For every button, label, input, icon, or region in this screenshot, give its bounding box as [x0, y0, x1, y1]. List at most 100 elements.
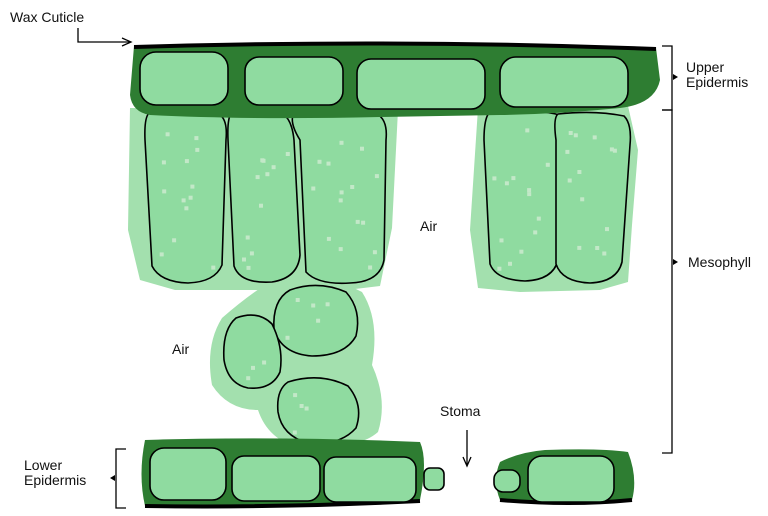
chloroplast-dot [262, 361, 266, 365]
chloroplast-dot [265, 172, 269, 176]
chloroplast-dot [500, 238, 504, 242]
lower-epidermis-label-line2: Epidermis [24, 473, 86, 488]
upper-epidermis-cell [245, 57, 343, 105]
chloroplast-dot [537, 217, 541, 221]
mesophyll-tick [673, 259, 678, 265]
chloroplast-dot [602, 252, 606, 256]
chloroplast-dot [565, 150, 569, 154]
lower-epidermis-bracket [116, 449, 126, 508]
guard-cell [424, 468, 444, 490]
chloroplast-dot [256, 175, 260, 179]
mesophyll-bracket [662, 110, 672, 453]
chloroplast-dot [368, 266, 372, 270]
chloroplast-dot [339, 198, 343, 202]
chloroplast-dot [296, 298, 300, 302]
chloroplast-dot [190, 185, 194, 189]
lower-epidermis-cell [324, 457, 416, 502]
chloroplast-dot [262, 159, 266, 163]
chloroplast-dot [211, 266, 215, 270]
upper-epidermis-label-line1: Upper [686, 60, 748, 75]
chloroplast-dot [360, 147, 364, 151]
chloroplast-dot [184, 206, 188, 210]
spongy-cell [278, 378, 359, 444]
chloroplast-dot [492, 176, 496, 180]
lower-epidermis-cell [528, 456, 614, 502]
upper-epidermis-cell [357, 59, 485, 109]
chloroplast-dot [195, 148, 199, 152]
chloroplast-dot [340, 141, 344, 145]
chloroplast-dot [300, 404, 304, 408]
upper-epidermis [130, 42, 660, 118]
chloroplast-dot [293, 393, 297, 397]
chloroplast-dot [356, 220, 360, 224]
chloroplast-dot [246, 236, 250, 240]
lower-epidermis-label: Lower Epidermis [24, 458, 86, 488]
chloroplast-dot [505, 181, 509, 185]
chloroplast-dot [577, 170, 581, 174]
lower-epidermis-cell [150, 448, 226, 500]
palisade-cell [228, 110, 300, 282]
mesophyll-label: Mesophyll [688, 255, 751, 270]
chloroplast-dot [162, 189, 166, 193]
chloroplast-dot [194, 136, 198, 140]
lower-epidermis-label-line1: Lower [24, 458, 86, 473]
chloroplast-dot [259, 204, 263, 208]
palisade-cell [292, 112, 386, 284]
chloroplast-dot [247, 266, 251, 270]
chloroplast-dot [375, 174, 379, 178]
chloroplast-dot [311, 187, 315, 191]
chloroplast-dot [251, 366, 255, 370]
palisade-cell [555, 112, 631, 283]
chloroplast-dot [316, 319, 320, 323]
chloroplast-dot [350, 185, 354, 189]
chloroplast-dot [250, 251, 254, 255]
chloroplast-dot [162, 160, 166, 164]
chloroplast-dot [605, 227, 609, 231]
spongy-cell [224, 315, 281, 388]
chloroplast-dot [326, 302, 330, 306]
chloroplast-dot [593, 135, 597, 139]
lower-epidermis-tick [110, 475, 115, 481]
chloroplast-dot [580, 197, 584, 201]
chloroplast-dot [166, 132, 170, 136]
guard-cell [494, 470, 520, 492]
wax-cuticle-arrow [78, 28, 130, 42]
palisade-cell [145, 110, 226, 283]
lower-epidermis [142, 438, 635, 506]
upper-epidermis-bracket [662, 46, 672, 110]
chloroplast-dot [508, 262, 512, 266]
chloroplast-dot [546, 163, 550, 167]
chloroplast-dot [497, 267, 501, 271]
lower-epidermis-cell [232, 456, 320, 501]
chloroplast-dot [525, 128, 529, 132]
chloroplast-dot [182, 198, 186, 202]
chloroplast-dot [568, 179, 572, 183]
wax-cuticle-label: Wax Cuticle [10, 10, 84, 25]
upper-epidermis-label-line2: Epidermis [686, 75, 748, 90]
chloroplast-dot [185, 159, 189, 163]
chloroplast-dot [160, 252, 164, 256]
chloroplast-dot [327, 237, 331, 241]
chloroplast-dot [242, 258, 246, 262]
upper-epidermis-cell [140, 52, 228, 105]
chloroplast-dot [318, 160, 322, 164]
chloroplast-dot [511, 176, 515, 180]
chloroplast-dot [577, 246, 581, 250]
chloroplast-dot [574, 133, 578, 137]
chloroplast-dot [246, 376, 250, 380]
chloroplast-dot [286, 152, 290, 156]
chloroplast-dot [373, 250, 377, 254]
chloroplast-dot [533, 230, 537, 234]
spongy-cell [274, 285, 358, 356]
chloroplast-dot [272, 165, 276, 169]
upper-epidermis-label: Upper Epidermis [686, 60, 748, 90]
chloroplast-dot [519, 250, 523, 254]
air-label-lower: Air [172, 342, 189, 357]
air-label-upper: Air [420, 219, 437, 234]
chloroplast-dot [286, 336, 290, 340]
chloroplast-dot [172, 238, 176, 242]
chloroplast-dot [293, 431, 297, 435]
chloroplast-dot [610, 147, 614, 151]
chloroplast-dot [569, 131, 573, 135]
chloroplast-dot [305, 407, 309, 411]
